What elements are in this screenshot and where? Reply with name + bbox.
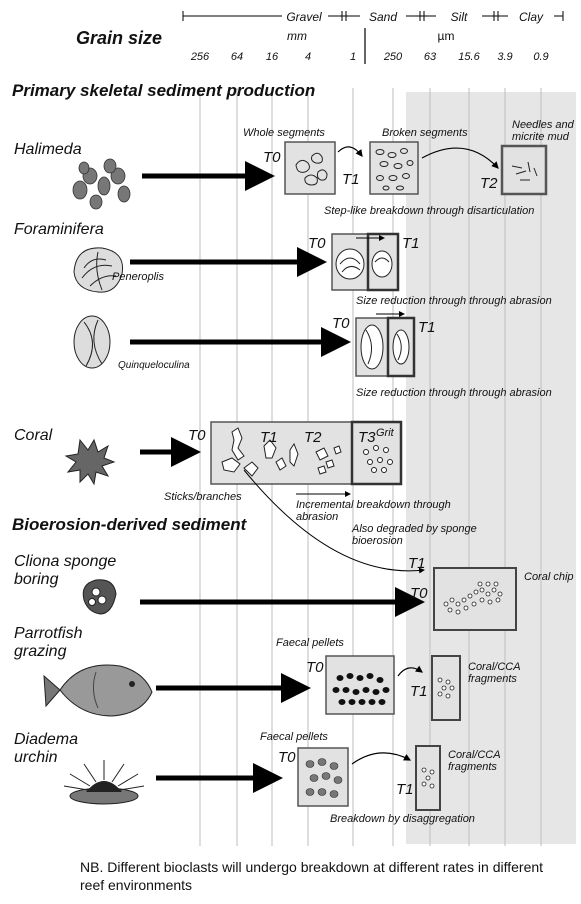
diadema-fragments-label-1: Coral/CCA	[448, 749, 501, 761]
parrotfish-t1: T1	[410, 683, 428, 700]
diadema-t1: T1	[396, 781, 414, 798]
halimeda-needles-label-1: Needles and	[512, 119, 575, 131]
halimeda-whole-box	[285, 142, 335, 194]
grain-size-title: Grain size	[76, 28, 162, 48]
peneroplis-t0: T0	[308, 235, 326, 252]
unit-mm: mm	[287, 29, 307, 43]
coral-caption-1: Incremental breakdown through	[296, 499, 451, 511]
parrotfish-label-1: Parrotfish	[14, 625, 83, 642]
tick-4: 4	[305, 51, 311, 63]
diadema-caption: Breakdown by disaggregation	[330, 813, 475, 825]
tick-0-9: 0.9	[533, 51, 548, 63]
grain-size-header: Grain size Gravel Sand Silt Clay mm µm 2…	[76, 9, 563, 64]
halimeda-t2: T2	[480, 175, 498, 192]
class-gravel: Gravel	[286, 10, 322, 24]
coral-caption-2: abrasion	[296, 511, 338, 523]
halimeda-label: Halimeda	[14, 141, 82, 158]
quinqueloculina-caption: Size reduction through through abrasion	[356, 387, 552, 399]
tick-250: 250	[383, 51, 403, 63]
tick-256: 256	[190, 51, 210, 63]
peneroplis-caption: Size reduction through through abrasion	[356, 295, 552, 307]
quinqueloculina-t0: T0	[332, 315, 350, 332]
diadema-illustration	[64, 760, 144, 804]
halimeda-caption: Step-like breakdown through disarticulat…	[324, 205, 534, 217]
diadema-row: Diadema urchin Faecal pellets T0 T1	[14, 731, 501, 825]
foraminifera-label: Foraminifera	[14, 221, 104, 238]
diadema-pellets-label: Faecal pellets	[260, 731, 328, 743]
cliona-chip-box	[434, 568, 516, 630]
section-primary-heading: Primary skeletal sediment production	[12, 81, 315, 100]
coral-sponge-note-2: bioerosion	[352, 535, 403, 547]
tick-63: 63	[424, 51, 437, 63]
halimeda-t1: T1	[342, 171, 360, 188]
unit-um: µm	[438, 29, 455, 43]
coral-illustration	[66, 440, 114, 484]
parrotfish-fragments-label-2: fragments	[468, 673, 517, 685]
cliona-t1: T1	[408, 555, 426, 572]
peneroplis-label: Peneroplis	[112, 271, 164, 283]
halimeda-broken-label: Broken segments	[382, 127, 468, 139]
diadema-label-2: urchin	[14, 749, 58, 766]
coral-t2: T2	[304, 429, 322, 446]
coral-label: Coral	[14, 427, 53, 444]
class-sand: Sand	[369, 10, 397, 24]
parrotfish-illustration	[44, 665, 152, 716]
halimeda-arrow-t0-t1	[338, 147, 362, 156]
tick-16: 16	[266, 51, 279, 63]
footnote: NB. Different bioclasts will undergo bre…	[80, 858, 560, 894]
halimeda-whole-label: Whole segments	[243, 127, 325, 139]
cliona-chip-label: Coral chip	[524, 571, 574, 583]
parrotfish-label-2: grazing	[14, 643, 67, 660]
tick-64: 64	[231, 51, 243, 63]
cliona-label-2: boring	[14, 571, 59, 588]
diadema-label-1: Diadema	[14, 731, 78, 748]
parrotfish-fragments-label-1: Coral/CCA	[468, 661, 521, 673]
diadema-fragments-label-2: fragments	[448, 761, 497, 773]
halimeda-t0: T0	[263, 149, 281, 166]
coral-sticks-label: Sticks/branches	[164, 491, 242, 503]
halimeda-needles-box	[502, 146, 546, 194]
quinqueloculina-illustration	[74, 316, 110, 368]
cliona-label-1: Cliona sponge	[14, 553, 116, 570]
halimeda-needles-label-2: micrite mud	[512, 131, 570, 143]
peneroplis-t1: T1	[402, 235, 420, 252]
section-bioerosion-heading: Bioerosion-derived sediment	[12, 515, 248, 534]
diadema-t0: T0	[278, 749, 296, 766]
quinqueloculina-label: Quinqueloculina	[118, 360, 190, 371]
diadema-pellets	[306, 759, 342, 798]
quinqueloculina-t1: T1	[418, 319, 436, 336]
coral-sponge-note-1: Also degraded by sponge	[351, 523, 477, 535]
coral-t1: T1	[260, 429, 278, 446]
cliona-t0: T0	[410, 585, 428, 602]
coral-t0: T0	[188, 427, 206, 444]
class-clay: Clay	[519, 10, 544, 24]
tick-15-6: 15.6	[458, 51, 480, 63]
diadema-arrow-t0-t1	[352, 753, 410, 764]
tick-1: 1	[350, 51, 356, 63]
parrotfish-pellets-box	[326, 656, 394, 714]
cliona-illustration	[83, 580, 116, 614]
parrotfish-t0: T0	[306, 659, 324, 676]
tick-3-9: 3.9	[497, 51, 512, 63]
coral-grit-label: Grit	[376, 427, 395, 439]
parrotfish-pellets-label: Faecal pellets	[276, 637, 344, 649]
coral-t3: T3	[358, 429, 376, 446]
class-silt: Silt	[451, 10, 468, 24]
halimeda-illustration	[73, 159, 130, 209]
